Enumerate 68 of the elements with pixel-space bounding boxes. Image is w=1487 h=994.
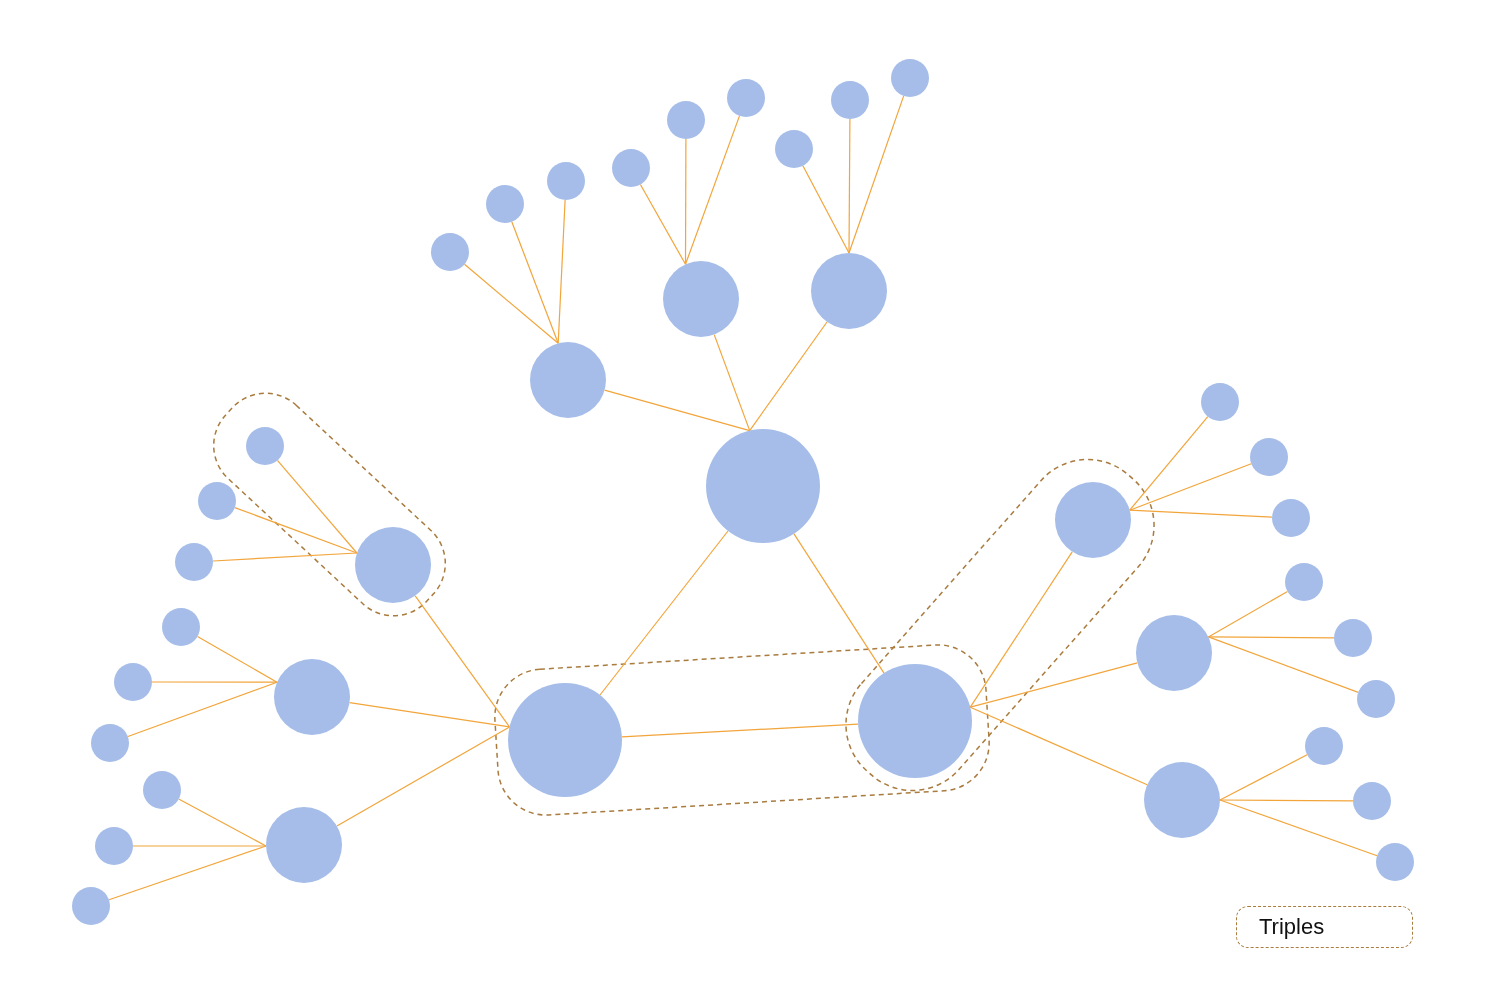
connector-line [684, 115, 741, 265]
circle-node [95, 827, 133, 865]
circle-node [1285, 563, 1323, 601]
connector-line [969, 662, 1138, 708]
circle-node [1201, 383, 1239, 421]
connector-line [463, 263, 559, 344]
connector-line [604, 389, 751, 432]
connector-line [234, 507, 358, 554]
circle-node [91, 724, 129, 762]
circle-node [1334, 619, 1372, 657]
connector-line [1219, 754, 1308, 801]
connector-line [749, 321, 828, 432]
connector-line [557, 199, 566, 344]
connector-line [132, 845, 267, 847]
connector-line [969, 706, 1148, 786]
connector-line [1129, 463, 1252, 511]
legend-label: Triples [1259, 916, 1325, 938]
connector-line [1219, 799, 1354, 802]
circle-node [1376, 843, 1414, 881]
connector-line [621, 723, 859, 738]
connector-line [684, 138, 687, 265]
circle-node [72, 887, 110, 925]
connector-line [793, 533, 885, 674]
connector-line [511, 221, 559, 344]
circle-node [547, 162, 585, 200]
circle-node [1353, 782, 1391, 820]
connector-line [1129, 509, 1273, 518]
circle-node [612, 149, 650, 187]
connector-line [599, 530, 729, 696]
circle-node [1305, 727, 1343, 765]
connector-line [802, 165, 850, 254]
connector-line [713, 334, 751, 432]
connector-line [196, 635, 278, 683]
circle-node [114, 663, 152, 701]
circle-node [175, 543, 213, 581]
connector-line [1207, 636, 1359, 693]
connector-line [178, 798, 267, 847]
connector-line [276, 459, 358, 554]
circle-node [1250, 438, 1288, 476]
connector-line [414, 595, 511, 728]
circle-node [355, 527, 431, 603]
circle-node [831, 81, 869, 119]
circle-node [198, 482, 236, 520]
circle-node [431, 233, 469, 271]
circle-node [775, 130, 813, 168]
connector-line [212, 552, 358, 562]
connector-line [1129, 416, 1209, 511]
circle-node [162, 608, 200, 646]
circle-node [667, 101, 705, 139]
circle-node [891, 59, 929, 97]
connector-line [1207, 636, 1335, 639]
connector-line [1219, 799, 1378, 857]
connector-line [969, 551, 1073, 708]
connector-line [848, 118, 851, 254]
circle-node [246, 427, 284, 465]
connector-line [349, 702, 511, 728]
circle-node [143, 771, 181, 809]
circle-node [1357, 680, 1395, 718]
connector-line [848, 95, 905, 254]
connector-line [639, 183, 687, 265]
circle-node [486, 185, 524, 223]
connector-line [1207, 590, 1289, 638]
circle-node [1272, 499, 1310, 537]
connector-line [108, 845, 267, 901]
circle-node [858, 664, 972, 778]
connector-line [127, 681, 278, 738]
connector-line [336, 726, 511, 827]
circle-node [727, 79, 765, 117]
